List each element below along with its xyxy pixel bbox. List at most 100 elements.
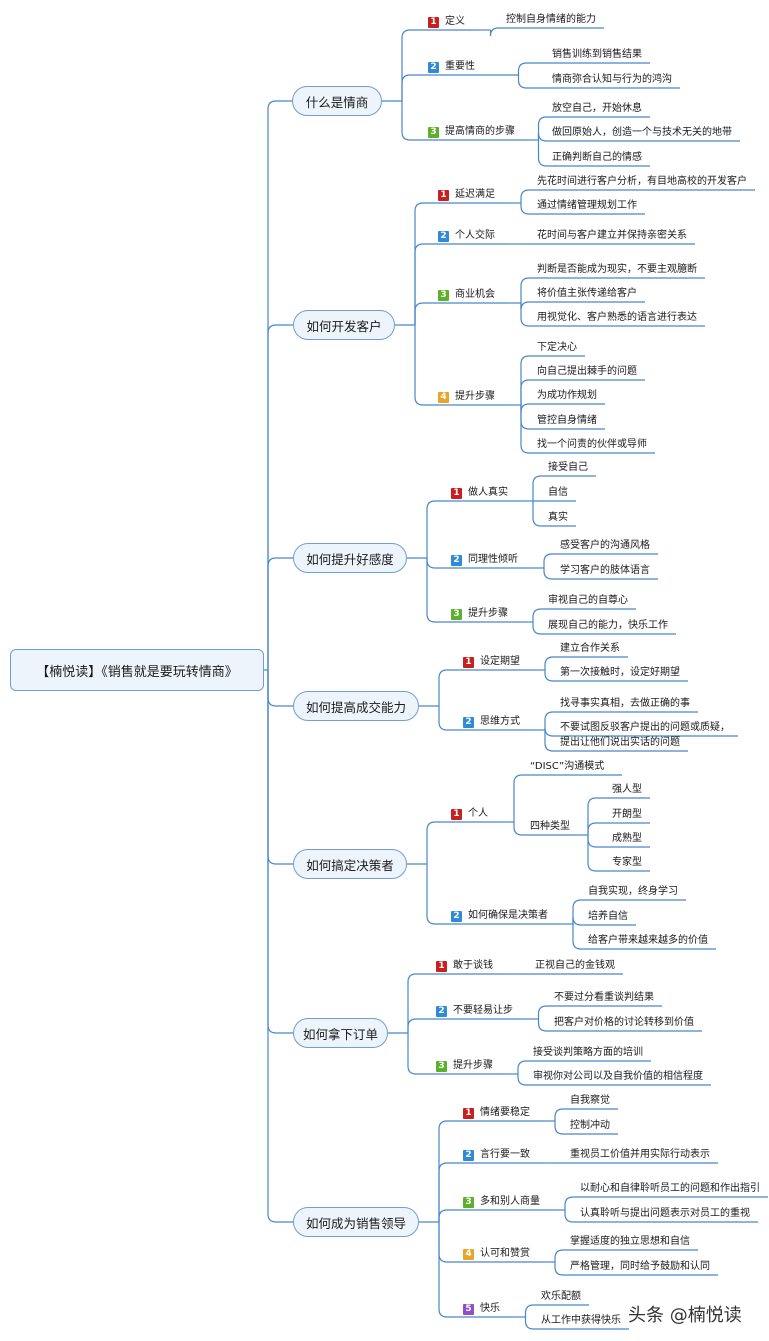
leaf-item[interactable]: 提出让他们说出实话的问题	[560, 737, 680, 748]
leaf-item[interactable]: 找一个问责的伙伴或导师	[537, 439, 647, 450]
number-badge-icon: 5	[463, 1303, 474, 1315]
leaf-item[interactable]: 强人型	[612, 784, 642, 795]
subtopic-6-2-links-link-1	[537, 1019, 702, 1032]
leaf-item[interactable]: 不要过分看重谈判结果	[554, 992, 654, 1003]
topic-5[interactable]: 如何搞定决策者	[293, 849, 407, 879]
subtopic-2-3-links-link-0	[520, 277, 705, 303]
leaf-item[interactable]: 给客户带来越来越多的价值	[588, 935, 708, 946]
leaf-item[interactable]: 学习客户的肢体语言	[560, 565, 650, 576]
leaf-item[interactable]: 欢乐配额	[541, 1291, 581, 1302]
leaf-item[interactable]: 放空自己，开始休息	[552, 103, 642, 114]
subtopic-6-2-links-link-0	[537, 1005, 662, 1019]
leaf-item[interactable]: 找寻事实真相，去做正确的事	[560, 698, 690, 709]
topic-4-links-link-0	[438, 669, 534, 706]
topic-1[interactable]: 什么是情商	[292, 86, 382, 116]
leaf-item[interactable]: 通过情绪管理规划工作	[537, 200, 637, 211]
leaf-item[interactable]: 正视自己的金钱观	[535, 960, 615, 971]
topic-6[interactable]: 如何拿下订单	[293, 1018, 388, 1048]
subtopic-6-3-links-link-1	[517, 1074, 711, 1086]
leaf-item[interactable]: 自我察觉	[570, 1095, 610, 1106]
subtopic-label: 不要轻易让步	[453, 1005, 513, 1016]
subtopic-label: 敢于谈钱	[453, 960, 493, 971]
leaf-item[interactable]: 控制冲动	[570, 1120, 610, 1131]
topic-6-links-link-0	[407, 973, 507, 1033]
leaf-item[interactable]: 将价值主张传递给客户	[537, 288, 637, 299]
leaf-item[interactable]: 认真聆听与提出问题表示对员工的重视	[580, 1208, 750, 1219]
root-topic[interactable]: 【楠悦读】《销售就是要玩转情商》	[10, 649, 264, 691]
subtopic-1-1-links-link-0	[489, 27, 604, 37]
leaf-item[interactable]: 感受客户的沟通风格	[560, 540, 650, 551]
leaf-item[interactable]: 专家型	[612, 857, 642, 868]
leaf-item[interactable]: 花时间与客户建立并保持亲密关系	[537, 230, 687, 241]
leaf-item[interactable]: 接受自己	[548, 462, 588, 473]
leaf-item[interactable]: 销售训练到销售结果	[552, 49, 642, 60]
leaf-item[interactable]: 管控自身情绪	[537, 415, 597, 426]
leaf-item[interactable]: 从工作中获得快乐	[541, 1315, 621, 1326]
leaf-item[interactable]: 判断是否能成为现实，不要主观臆断	[537, 264, 697, 275]
leaf-item[interactable]: 向自己提出棘手的问题	[537, 366, 637, 377]
topic-2[interactable]: 如何开发客户	[293, 310, 395, 340]
leaf-item[interactable]: 自信	[548, 487, 568, 498]
subtopic-5-1-links-link-0	[513, 774, 622, 822]
leaf-item[interactable]: 先花时间进行客户分析，有目地高校的开发客户	[537, 176, 747, 187]
leaf-item[interactable]: 接受谈判策略方面的培训	[533, 1047, 643, 1058]
leaf-item[interactable]: 建立合作关系	[560, 643, 620, 654]
topic-6-links-link-2	[407, 1033, 507, 1075]
leaf-item[interactable]: 重视员工价值并用实际行动表示	[570, 1149, 710, 1160]
subtopic-6-3-links-link-0	[517, 1060, 651, 1074]
leaf-item[interactable]: 正确判断自己的情感	[552, 152, 642, 163]
leaf-item[interactable]: 下定决心	[537, 342, 577, 353]
topic-4[interactable]: 如何提高成交能力	[293, 691, 419, 721]
leaf-item[interactable]: 自我实现，终身学习	[588, 886, 678, 897]
subtopic-label: 设定期望	[480, 656, 520, 667]
topic-7[interactable]: 如何成为销售领导	[293, 1207, 419, 1237]
leaf-item[interactable]: 以耐心和自律聆听员工的问题和作出指引	[580, 1183, 760, 1194]
leaf-item[interactable]: 开朗型	[612, 809, 642, 820]
leaf-item[interactable]: 掌握适度的独立思想和自信	[570, 1236, 690, 1247]
number-badge-icon: 3	[463, 1196, 474, 1208]
leaf-item[interactable]: 把客户对价格的讨论转移到价值	[554, 1017, 694, 1028]
watermark: 头条 @楠悦读	[628, 1305, 742, 1326]
leaf-item[interactable]: 成熟型	[612, 833, 642, 844]
leaf-item[interactable]: 不要试图反驳客户提出的问题或质疑，	[560, 722, 730, 733]
leaf-item[interactable]: 审视你对公司以及自我价值的相信程度	[533, 1071, 703, 1082]
leaf-item[interactable]: 审视自己的自尊心	[548, 595, 628, 606]
leaf-item[interactable]: 用视觉化、客户熟悉的语言进行表达	[537, 312, 697, 323]
subtopic-5-1-sublinks-link-3	[587, 835, 650, 872]
leaf-item[interactable]: 四种类型	[530, 821, 570, 832]
leaf-item[interactable]: 严格管理，同时给予鼓励和认同	[570, 1261, 710, 1272]
topic-3[interactable]: 如何提升好感度	[293, 543, 407, 573]
leaf-item[interactable]: 做回原始人，创造一个与技术无关的地带	[552, 127, 732, 138]
leaf-item[interactable]: 为成功作规划	[537, 390, 597, 401]
leaf-item[interactable]: 情商弥合认知与行为的鸿沟	[552, 74, 672, 85]
leaf-item[interactable]: 展现自己的能力，快乐工作	[548, 620, 668, 631]
leaf-item[interactable]: 培养自信	[588, 911, 628, 922]
leaf-item[interactable]: 控制自身情绪的能力	[506, 14, 596, 25]
leaf-item[interactable]: 第一次接触时，设定好期望	[560, 667, 680, 678]
leaf-item[interactable]: “DISC”沟通模式	[530, 761, 605, 772]
number-badge-icon: 2	[438, 230, 449, 242]
leaf-item[interactable]: 真实	[548, 512, 568, 523]
